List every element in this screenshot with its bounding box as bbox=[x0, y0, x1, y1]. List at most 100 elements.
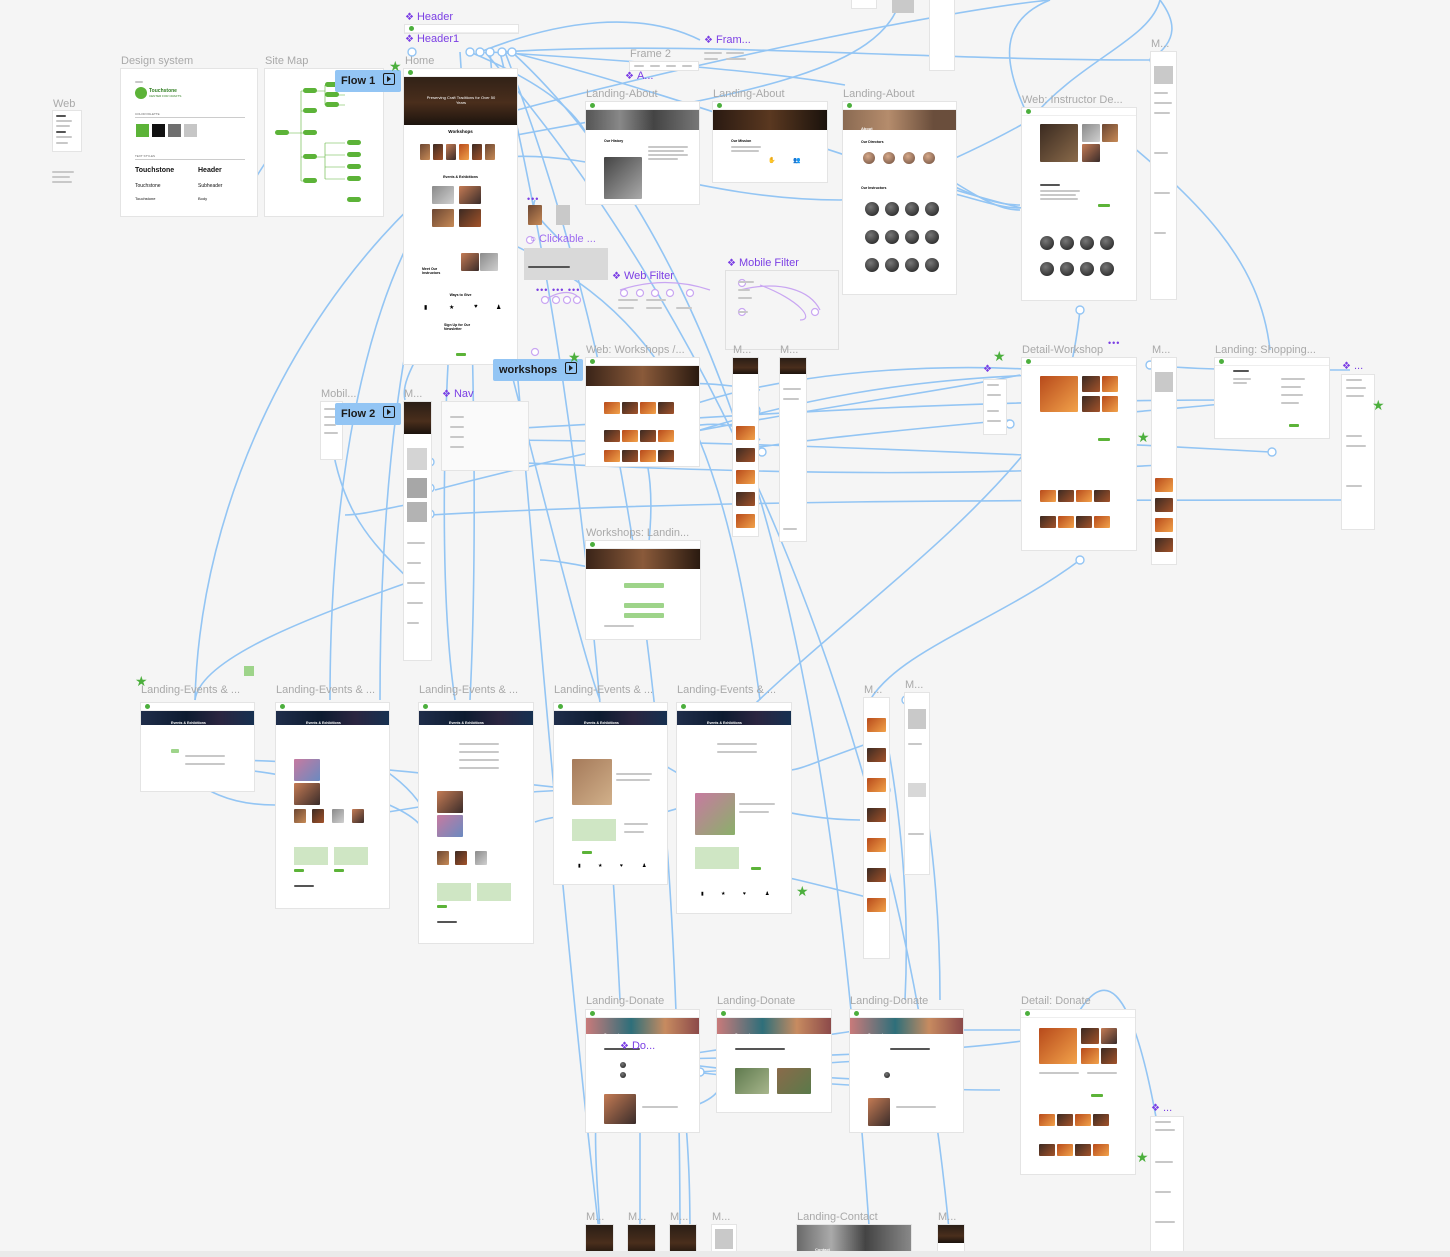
frame-landing-about-3[interactable]: About Our Directors Our Instructors bbox=[843, 102, 956, 294]
frame-component-text[interactable] bbox=[704, 50, 754, 68]
frame-workshops-landing[interactable] bbox=[586, 541, 700, 639]
starting-point-star-icon: ★ bbox=[796, 883, 809, 899]
people-icon: 👥 bbox=[793, 158, 801, 164]
component-thumb-gray[interactable] bbox=[556, 205, 570, 225]
frame-label-events-2: Landing-Events & ... bbox=[276, 684, 376, 696]
mobile-filter-component[interactable] bbox=[726, 271, 838, 349]
frame-label-donate-3: Landing-Donate bbox=[850, 995, 929, 1007]
type-subheader-sample: Touchstone bbox=[135, 183, 161, 189]
frame-landing-events-3[interactable]: Events & Exhibitions bbox=[419, 703, 533, 943]
component-label-nav[interactable]: ❖Nav bbox=[442, 388, 474, 400]
frame-label-m-workshops-2: M... bbox=[780, 344, 799, 356]
frame-landing-events-4[interactable]: Events & Exhibitions ▮ ★ ♥ ♟ bbox=[554, 703, 667, 884]
about-our-history: Our History bbox=[604, 139, 624, 143]
starting-point-star-icon: ★ bbox=[1137, 429, 1150, 445]
nav-component[interactable] bbox=[442, 402, 528, 470]
frame-mobile-bottom-5[interactable] bbox=[938, 1225, 964, 1255]
events-hero-title: Events & Exhibitions bbox=[449, 721, 484, 725]
frame-label-events-5: Landing-Events & ... bbox=[677, 684, 777, 696]
events-hero-title: Events & Exhibitions bbox=[171, 721, 206, 725]
component-label-header1[interactable]: ❖Header1 bbox=[405, 33, 460, 45]
frame-detail-workshop[interactable] bbox=[1022, 358, 1136, 550]
starting-point-star-icon: ★ bbox=[568, 349, 581, 365]
frame-landing-about-2[interactable]: Our Mission ✋ 👥 bbox=[713, 102, 827, 182]
component-thumb[interactable] bbox=[528, 205, 542, 225]
workshops-flow-button[interactable]: workshops bbox=[493, 359, 584, 381]
frame-label-landing-contact: Landing-Contact bbox=[797, 1211, 878, 1223]
clickable-card-component[interactable] bbox=[524, 248, 608, 280]
frame-top-partial-1[interactable] bbox=[852, 0, 876, 8]
component-label-header[interactable]: ❖Header bbox=[405, 11, 454, 23]
frame-mobile-instructor[interactable] bbox=[1151, 52, 1176, 299]
frame-web-workshops[interactable] bbox=[586, 358, 699, 466]
frame-top-partial-2[interactable] bbox=[892, 0, 914, 13]
component-label-mobile-filter[interactable]: ❖Mobile Filter bbox=[727, 257, 799, 269]
frame-landing-events-5[interactable]: Events & Exhibitions ▮ ★ ♥ ♟ bbox=[677, 703, 791, 913]
frame-mobile-bottom-1[interactable] bbox=[586, 1225, 613, 1255]
frame-site-map[interactable] bbox=[265, 69, 383, 216]
component-label-clickable[interactable]: ○Clickable ... bbox=[530, 233, 596, 245]
frame-mobile-bottom-4[interactable] bbox=[712, 1225, 736, 1255]
logo-subtext: CENTER FOR CRAFTS bbox=[149, 94, 182, 98]
frame-landing-about-1[interactable]: Our History bbox=[586, 102, 699, 204]
frame-home[interactable]: Preserving Craft Traditions for Over 50 … bbox=[404, 69, 517, 364]
frame-landing-events-2[interactable]: Events & Exhibitions bbox=[276, 703, 389, 908]
donate-hero-title: Support bbox=[735, 1032, 751, 1037]
notes-text bbox=[52, 181, 72, 183]
contact-hero-title: Contact bbox=[815, 1247, 830, 1252]
frame-mobile-bottom-2[interactable] bbox=[628, 1225, 655, 1255]
component-label-frame[interactable]: ❖Fram... bbox=[704, 34, 751, 46]
frame-mobile-detail-workshop[interactable] bbox=[1152, 358, 1176, 564]
frame-landing-shopping[interactable] bbox=[1215, 358, 1329, 438]
web-filter-component[interactable] bbox=[616, 285, 706, 325]
frame-label-donate-2: Landing-Donate bbox=[717, 995, 796, 1007]
component-label-shopping[interactable]: ❖... bbox=[1342, 360, 1364, 372]
component-header[interactable] bbox=[405, 25, 518, 33]
flow-1-button[interactable]: Flow 1 bbox=[335, 70, 402, 92]
home-events-heading: Events & Exhibitions bbox=[443, 175, 478, 179]
frame-label-landing-about-1: Landing-About bbox=[586, 88, 658, 100]
frame-mobile-workshops-1[interactable] bbox=[733, 358, 758, 536]
component-label-donate-side[interactable]: ❖... bbox=[1151, 1102, 1173, 1114]
frame-web-pages[interactable] bbox=[53, 111, 81, 151]
frame-mobile-events-2[interactable] bbox=[905, 693, 929, 874]
frame-2[interactable] bbox=[630, 62, 698, 70]
frame-mobile-workshops-2[interactable] bbox=[780, 358, 806, 541]
frame-label-events-1: Landing-Events & ... bbox=[141, 684, 241, 696]
frame-landing-events-1[interactable]: Events & Exhibitions bbox=[141, 703, 254, 791]
frame-mobile-events-1[interactable] bbox=[864, 698, 889, 958]
color-swatch-light-gray bbox=[184, 124, 197, 137]
frame-shopping-components[interactable] bbox=[1342, 375, 1374, 529]
frame-label-detail-workshop: Detail-Workshop bbox=[1022, 344, 1104, 356]
component-label-donate[interactable]: ❖Do... bbox=[620, 1040, 656, 1052]
frame-landing-contact[interactable]: Contact bbox=[797, 1225, 911, 1255]
text-styles-heading: TEXT STYLES bbox=[135, 154, 155, 158]
frame-donate-components[interactable] bbox=[1151, 1117, 1183, 1254]
frame-landing-donate-3[interactable]: Support bbox=[850, 1010, 963, 1132]
color-swatch-green bbox=[136, 124, 149, 137]
home-hero-title: Preserving Craft Traditions for Over 50 … bbox=[426, 95, 496, 105]
play-icon bbox=[565, 362, 578, 374]
frame-landing-donate-1[interactable]: Support bbox=[586, 1010, 699, 1132]
component-label-a[interactable]: ❖A... bbox=[625, 70, 654, 82]
frame-label-web-workshops: Web: Workshops /... bbox=[586, 344, 685, 356]
frame-label-web: Web bbox=[53, 98, 76, 110]
component-diamond-icon[interactable]: ❖ bbox=[983, 364, 992, 375]
frame-detail-side-component[interactable] bbox=[984, 380, 1006, 434]
type-header-label: Header bbox=[198, 167, 222, 174]
frame-landing-donate-2[interactable]: Support bbox=[717, 1010, 831, 1112]
heart-icon: ♥ bbox=[620, 863, 623, 869]
frame-label-m-events-1: M... bbox=[864, 684, 883, 696]
frame-design-system[interactable]: Touchstone CENTER FOR CRAFTS COLOR PALET… bbox=[121, 69, 257, 216]
frame-label-m-bottom-4: M... bbox=[712, 1211, 731, 1223]
component-dots: ••• bbox=[527, 194, 540, 204]
flow-2-button[interactable]: Flow 2 bbox=[335, 403, 402, 425]
frame-detail-donate[interactable] bbox=[1021, 1010, 1135, 1174]
heart-icon: ♥ bbox=[474, 304, 478, 310]
frame-mobile-home[interactable] bbox=[404, 402, 431, 660]
frame-mobile-bottom-3[interactable] bbox=[670, 1225, 696, 1255]
frame-web-instructor-detail[interactable] bbox=[1022, 108, 1136, 300]
frame-top-partial-3[interactable] bbox=[930, 0, 954, 70]
component-label-web-filter[interactable]: ❖Web Filter bbox=[612, 270, 674, 282]
